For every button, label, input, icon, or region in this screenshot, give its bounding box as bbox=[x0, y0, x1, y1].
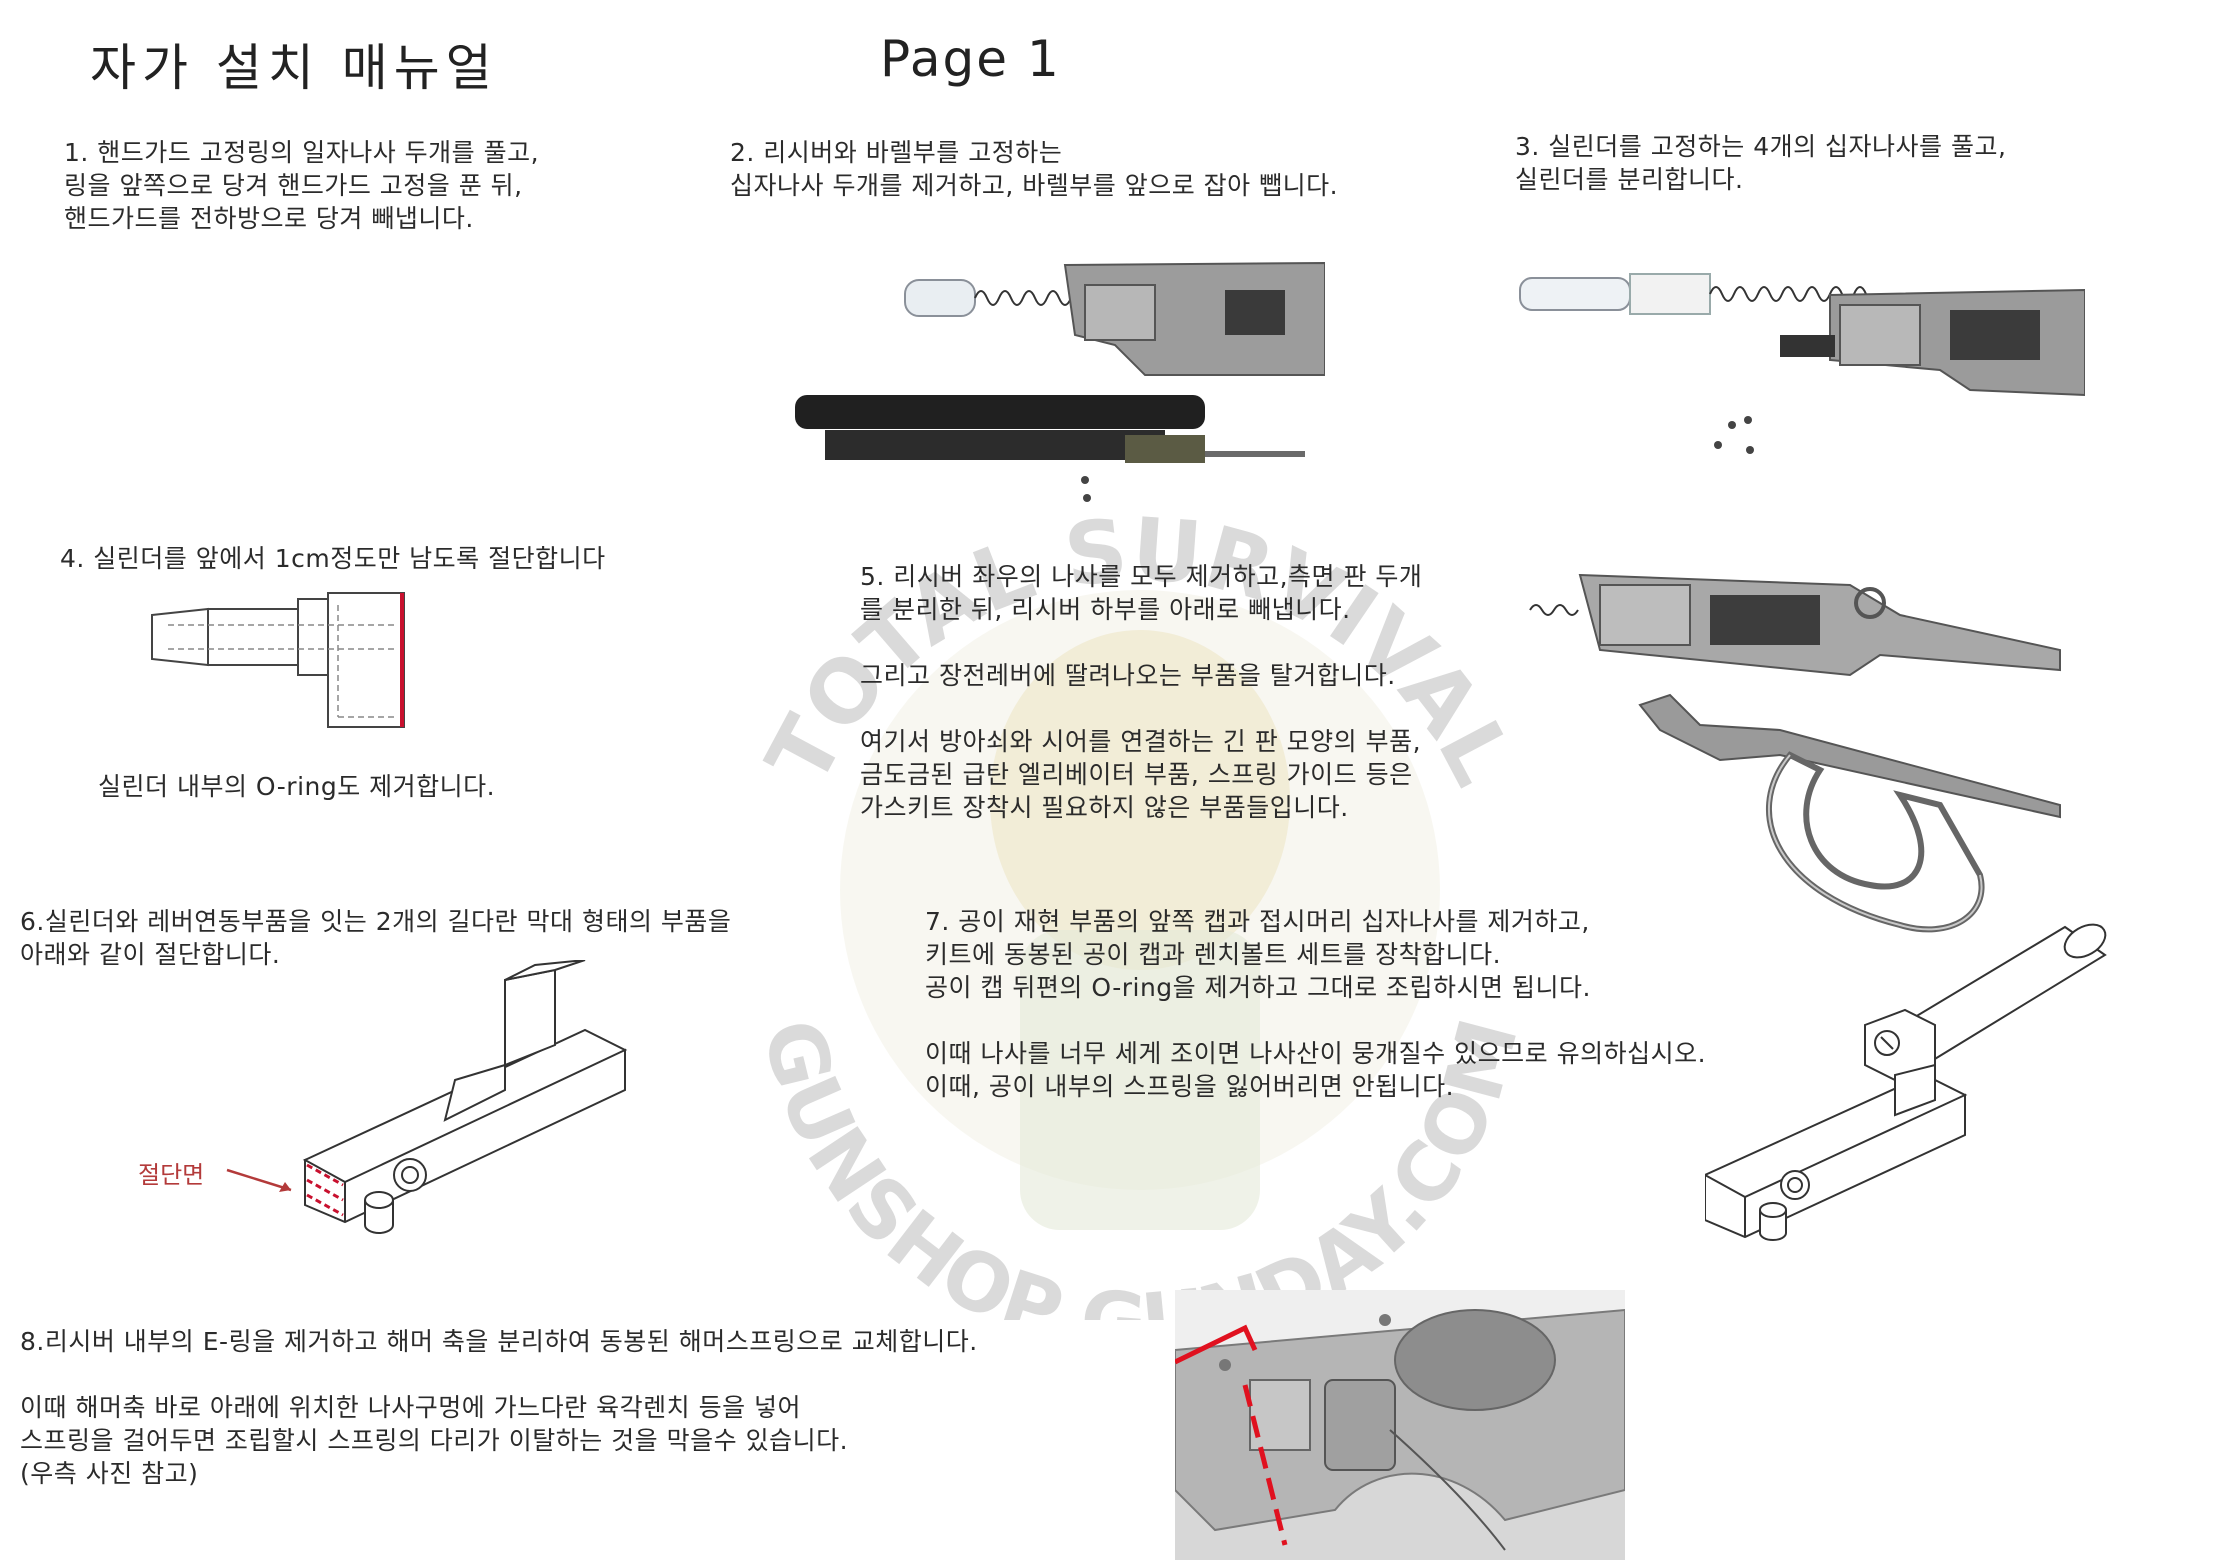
step-4-cylinder-drawing bbox=[148, 585, 408, 735]
step-6-rod-drawing bbox=[295, 960, 635, 1240]
step-4-note: 실린더 내부의 O-ring도 제거합니다. bbox=[98, 772, 496, 801]
step-6-text: 6.실린더와 레버연동부품을 잇는 2개의 길다란 막대 형태의 부품을 아래와… bbox=[20, 907, 732, 969]
step-2-photo bbox=[785, 255, 1325, 510]
cut-surface-arrow-icon bbox=[225, 1162, 305, 1206]
step-5-photo bbox=[1520, 555, 2080, 950]
step-4-text: 4. 실린더를 앞에서 1cm정도만 남도록 절단합니다 bbox=[60, 544, 606, 573]
page-number: Page 1 bbox=[880, 30, 1061, 88]
step-7-hammer-drawing bbox=[1705, 915, 2115, 1250]
watermark-logo: TOTAL SURVIVAL GUNSHOP GUNDAY.COM bbox=[640, 370, 1640, 1371]
step-5-text: 5. 리시버 좌우의 나사를 모두 제거하고,측면 판 두개 를 분리한 뒤, … bbox=[860, 562, 1423, 822]
step-1-text: 1. 핸드가드 고정링의 일자나사 두개를 풀고, 링을 앞쪽으로 당겨 핸드가… bbox=[64, 138, 540, 233]
step-3-photo bbox=[1500, 240, 2085, 465]
step-8-photo bbox=[1175, 1290, 1625, 1560]
step-2-text: 2. 리시버와 바렐부를 고정하는 십자나사 두개를 제거하고, 바렐부를 앞으… bbox=[730, 138, 1339, 200]
step-3-text: 3. 실린더를 고정하는 4개의 십자나사를 풀고, 실린더를 분리합니다. bbox=[1515, 132, 2007, 194]
step-8-text: 8.리시버 내부의 E-링을 제거하고 해머 축을 분리하여 동봉된 해머스프링… bbox=[20, 1327, 978, 1488]
cut-surface-label: 절단면 bbox=[138, 1161, 205, 1189]
manual-title: 자가 설치 매뉴얼 bbox=[90, 39, 498, 97]
step-7-text: 7. 공이 재현 부품의 앞쪽 캡과 접시머리 십자나사를 제거하고, 키트에 … bbox=[925, 907, 1707, 1101]
